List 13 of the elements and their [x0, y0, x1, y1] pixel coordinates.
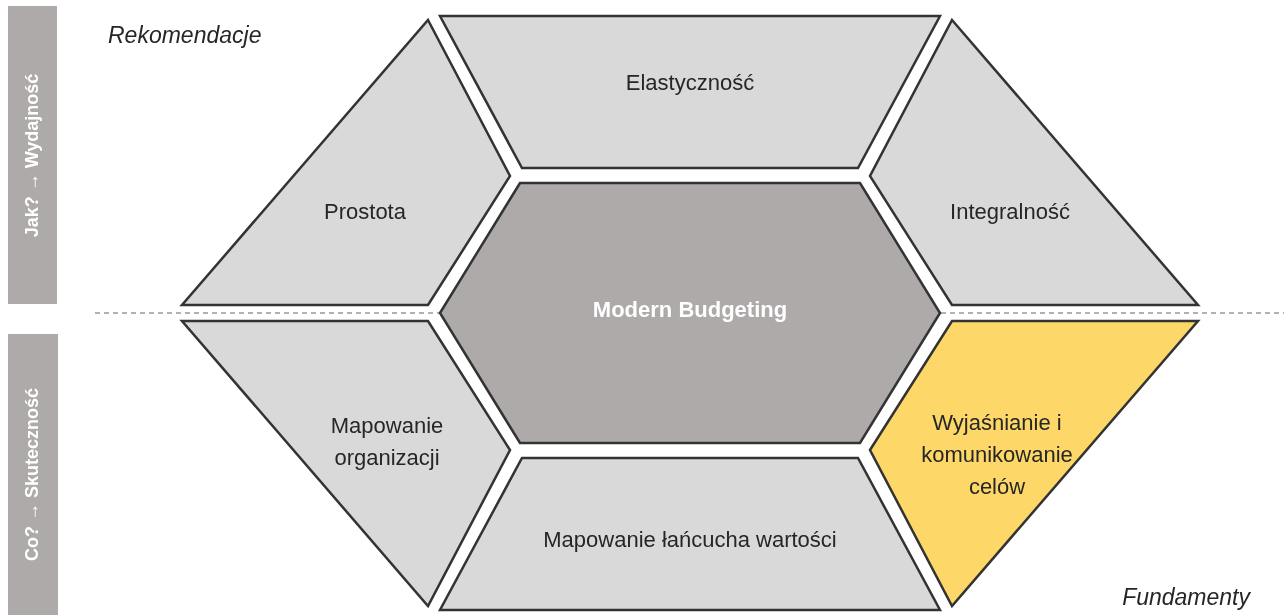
panel-text: Elastyczność [624, 69, 756, 98]
section-label: Fundamenty [1122, 584, 1250, 611]
side-bar [8, 6, 57, 304]
panel-text: Wyjaśnianie i komunikowanie celów [920, 409, 1074, 501]
bar-label: Co? → Skuteczność [22, 388, 44, 561]
bar-label: Jak? → Wydajność [22, 73, 43, 237]
side-bar [8, 334, 58, 615]
panel-text: Mapowanie organizacji [329, 412, 445, 472]
panel-text: Mapowanie łańcucha wartości [542, 526, 838, 555]
panel-text: Integralność [949, 198, 1071, 227]
panel-text: Prostota [323, 198, 407, 227]
section-label: Rekomendacje [108, 22, 262, 49]
panel-text: Modern Budgeting [591, 296, 789, 325]
